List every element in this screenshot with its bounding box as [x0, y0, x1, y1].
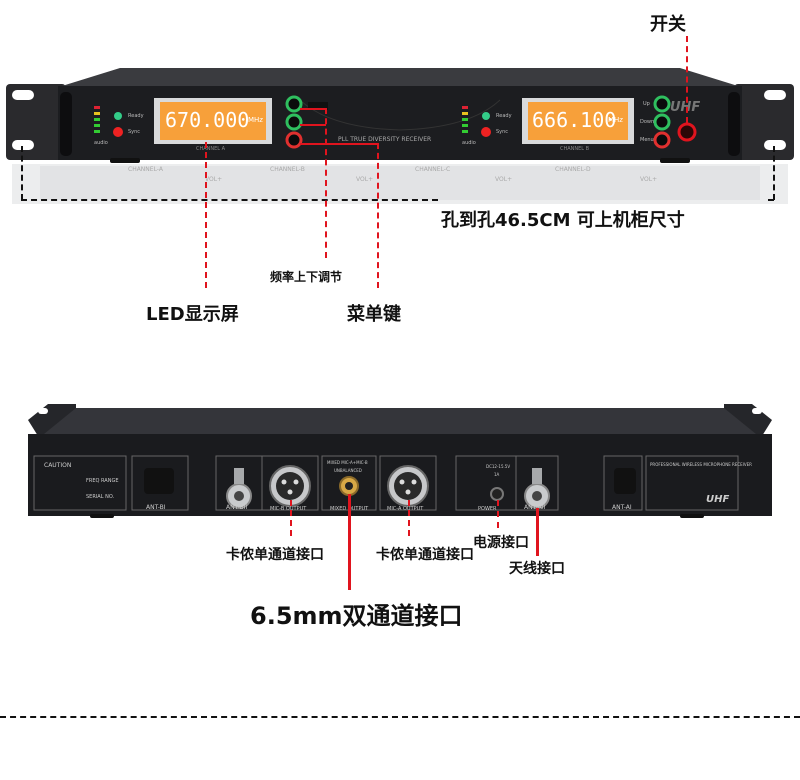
hole-size-label: 孔到孔46.5CM 可上机柜尺寸 [441, 210, 685, 231]
back-ant-bi: ANT-BI [146, 504, 166, 511]
switch-pointer-line [686, 36, 688, 123]
led-screen-label: LED显示屏 [146, 304, 239, 325]
back-dc-label: DC12-15.5V [486, 464, 511, 469]
back-power: POWER [478, 506, 497, 512]
ready-label-b: Ready [496, 113, 512, 119]
front-handle-right [728, 92, 740, 156]
back-amp: 1A [494, 472, 500, 477]
sync-button-b[interactable] [481, 127, 491, 137]
reflection-channel-c: CHANNEL-C [415, 166, 451, 173]
back-ant-aii: ANT-AII [524, 504, 546, 511]
up-button-a[interactable] [285, 95, 303, 113]
down-button-a[interactable] [285, 113, 303, 131]
back-mic-b-output: MIC-B OUTPUT [270, 506, 307, 512]
back-ant-bii: ANT-BII [226, 504, 248, 511]
switch-label: 开关 [650, 14, 686, 35]
ready-led-b [482, 112, 490, 120]
ant-bi-panel [131, 455, 189, 511]
back-caution: CAUTION [44, 462, 72, 469]
freq-pointer-h2 [300, 124, 326, 126]
power-switch[interactable] [677, 122, 697, 142]
up-button-b[interactable] [653, 95, 671, 113]
menu-pointer-line [377, 143, 379, 288]
freq-adjust-label: 频率上下调节 [270, 270, 343, 284]
rack-bracket-bottom-right [768, 199, 774, 201]
power-port-label: 电源接口 [473, 535, 529, 551]
power-pointer-line [497, 500, 499, 528]
back-unbalanced: UNBALANCED [334, 468, 362, 473]
ir-window [308, 102, 328, 110]
rack-bracket-right [773, 146, 775, 200]
channel-b-label: CHANNEL B [560, 146, 590, 152]
lcd-display-b [528, 102, 628, 140]
ready-led-a [114, 112, 122, 120]
lcd-unit-b: MHz [608, 116, 623, 124]
back-ant-ai: ANT-AI [612, 504, 632, 511]
rack-bracket-bottom [21, 199, 438, 201]
bottom-separator [0, 716, 800, 718]
menu-button-a[interactable] [285, 131, 303, 149]
back-mic-a-output: MIC-A OUTPUT [387, 506, 424, 512]
ready-label-a: Ready [128, 113, 144, 119]
dc-power-jack[interactable] [490, 487, 504, 501]
back-panel [28, 404, 772, 518]
freq-pointer-line [325, 108, 327, 258]
xlr-b-pointer-line [290, 500, 292, 536]
front-panel [6, 68, 794, 204]
lcd-freq-b: 666.100 [532, 108, 617, 132]
menu-label-b: Menu [640, 137, 654, 143]
menu-button-b[interactable] [653, 131, 671, 149]
down-button-b[interactable] [653, 113, 671, 131]
reflection-vol-3: VOL+ [495, 176, 513, 183]
led-meter-b [462, 106, 468, 133]
front-handle-left [60, 92, 72, 156]
rack-bracket-left [21, 146, 23, 200]
up-label-b: Up [643, 101, 650, 107]
jack-port-label: 6.5mm双通道接口 [250, 602, 463, 630]
down-label-b: Down [640, 119, 655, 125]
info-panel [645, 455, 739, 511]
xlr-right-label: 卡侬单通道接口 [376, 547, 474, 563]
audio-label-b: audio [462, 140, 476, 146]
ant-ai-panel [603, 455, 643, 511]
reflection-channel-d: CHANNEL-D [555, 166, 591, 173]
back-info-title: PROFESSIONAL WIRELESS MICROPHONE RECEIVE… [650, 462, 752, 467]
sync-label-a: Sync [128, 129, 141, 135]
lcd-display-a [160, 102, 266, 140]
lcd-unit-a: MHz [248, 116, 263, 124]
menu-key-label: 菜单键 [347, 304, 401, 325]
reflection-vol-2: VOL+ [356, 176, 374, 183]
reflection-vol-1: VOL+ [205, 176, 223, 183]
freq-pointer-h1 [300, 108, 326, 110]
antenna-port-label: 天线接口 [509, 561, 565, 577]
audio-label-a: audio [94, 140, 108, 146]
led-meter-a [94, 106, 100, 133]
antenna-pointer-line [536, 508, 539, 556]
front-logo: UHF [670, 100, 701, 115]
back-mixed-title: MIXED MIC-A+MIC-B [327, 460, 368, 465]
sync-button-a[interactable] [113, 127, 123, 137]
reflection-vol-4: VOL+ [640, 176, 658, 183]
reflection-channel-b: CHANNEL-B [270, 166, 305, 173]
back-freq-range: FREQ RANGE [86, 478, 119, 484]
back-serial: SERIAL NO. [86, 494, 115, 500]
reflection-channel-a: CHANNEL-A [128, 166, 163, 173]
brand-text: PLL TRUE DIVERSITY RECEIVER [338, 136, 432, 143]
led-pointer-line [205, 142, 207, 288]
lcd-freq-a: 670.000 [165, 108, 250, 132]
xlr-left-label: 卡侬单通道接口 [226, 547, 324, 563]
back-logo: UHF [706, 494, 730, 505]
sync-label-b: Sync [496, 129, 509, 135]
jack-pointer-line [348, 494, 351, 590]
menu-pointer-h [300, 143, 378, 145]
xlr-a-pointer-line [408, 500, 410, 536]
channel-a-label: CHANNEL A [196, 146, 226, 152]
